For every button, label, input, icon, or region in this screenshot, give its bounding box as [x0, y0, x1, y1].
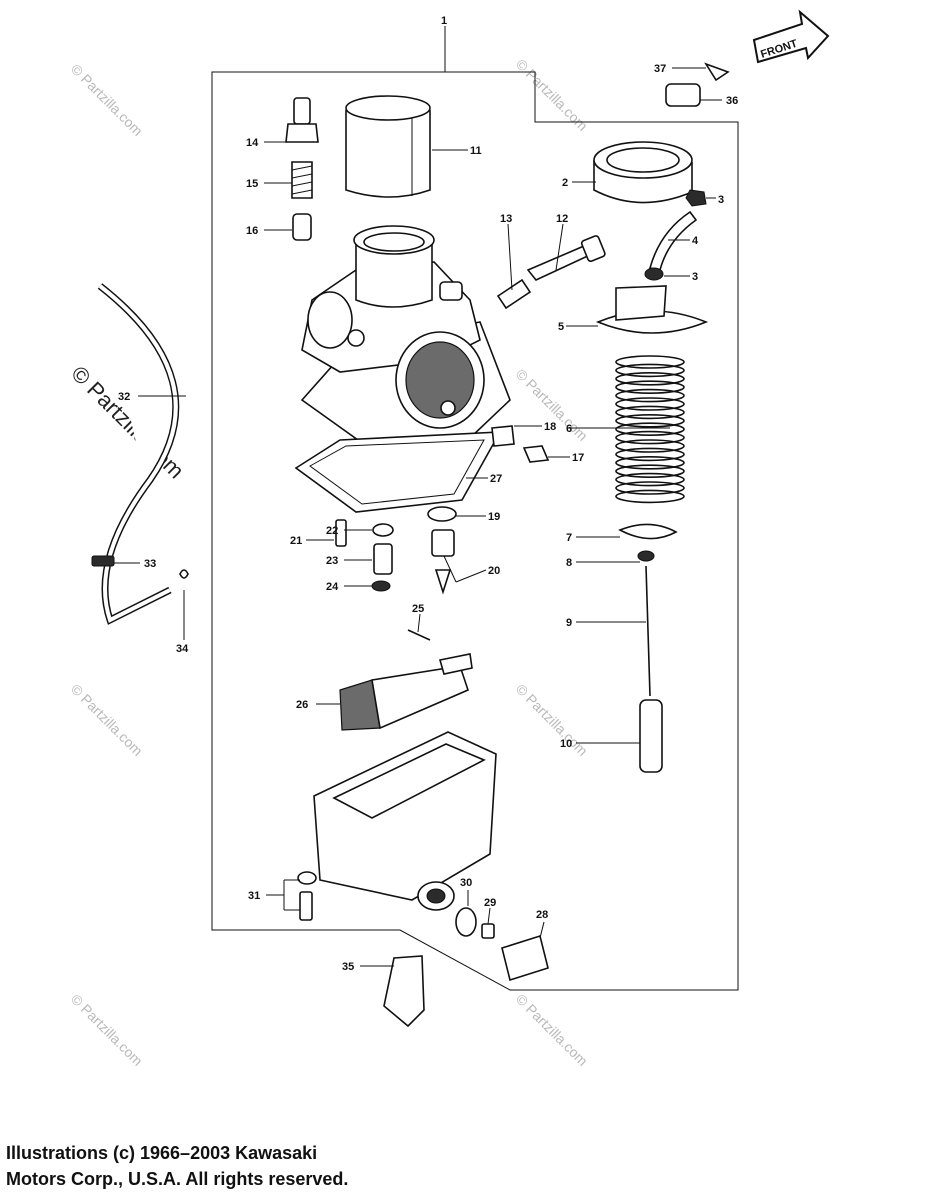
watermark: © Partzilla.com [513, 681, 591, 759]
callout-31: 31 [248, 890, 260, 902]
callout-32: 32 [118, 391, 130, 403]
callout-34: 34 [176, 643, 189, 655]
callout-9: 9 [566, 617, 572, 629]
spring-coil [615, 413, 685, 428]
callout-10: 10 [560, 738, 572, 750]
parts-14-16-stack [285, 97, 319, 241]
watermark: © Partzilla.com [513, 991, 591, 1069]
callout-20: 20 [488, 565, 500, 577]
spring-coil [615, 489, 685, 504]
spring-coil [615, 363, 685, 378]
callout-14: 14 [246, 137, 259, 149]
callout-4: 4 [692, 235, 699, 247]
spring-coil [615, 371, 685, 386]
callout-7: 7 [566, 532, 572, 544]
callout-37: 37 [654, 63, 666, 75]
callout-5: 5 [558, 321, 564, 333]
spring-coil [615, 439, 685, 453]
callout-30: 30 [460, 877, 472, 889]
watermark: © Partzilla.com [68, 61, 146, 139]
callout-29: 29 [484, 897, 496, 909]
callout-28: 28 [536, 909, 548, 921]
copyright-line-1: Illustrations (c) 1966–2003 Kawasaki [6, 1143, 318, 1163]
callout-24: 24 [326, 581, 339, 593]
spring-coil [615, 472, 685, 487]
part-6-spring [615, 355, 685, 504]
callout-35: 35 [342, 961, 354, 973]
callout-6: 6 [566, 423, 572, 435]
callout-22: 22 [326, 525, 338, 537]
callout-3a: 3 [718, 194, 724, 206]
callout-17: 17 [572, 452, 584, 464]
callout-3b: 3 [692, 271, 698, 283]
assembly-boundary [211, 71, 739, 991]
parts-small-lower [297, 62, 730, 1028]
spring-coil [615, 388, 685, 403]
callout-16: 16 [246, 225, 258, 237]
parts-7-10 [618, 523, 678, 773]
callout-18: 18 [544, 421, 556, 433]
callout-33: 33 [144, 558, 156, 570]
front-arrow: FRONT [752, 9, 830, 64]
callout-23: 23 [326, 555, 338, 567]
callout-36: 36 [726, 95, 738, 107]
spring-coil [615, 380, 685, 395]
parts-12-13 [496, 235, 606, 310]
callout-15: 15 [246, 178, 258, 190]
leader-lines [114, 26, 722, 967]
callout-8: 8 [566, 557, 572, 569]
spring-coil [615, 481, 685, 495]
spring-coil [615, 397, 685, 411]
callout-numbers: 1 2 3 4 3 5 6 7 8 9 10 11 12 13 14 15 16… [118, 15, 738, 973]
callout-11: 11 [470, 145, 482, 157]
callout-27: 27 [490, 473, 502, 485]
copyright-line-2: Motors Corp., U.S.A. All rights reserved… [6, 1169, 349, 1189]
parts-19-24 [335, 506, 457, 595]
watermark: © Partzilla.com [68, 991, 146, 1069]
parts-17-18 [491, 425, 550, 463]
spring-coil [615, 455, 685, 470]
parts-2-5 [593, 141, 709, 334]
callout-1: 1 [441, 15, 447, 27]
part-11-sleeve [345, 95, 431, 198]
callout-13: 13 [500, 213, 512, 225]
watermark: © Partzilla.com [68, 681, 146, 759]
callout-2: 2 [562, 177, 568, 189]
spring-coil [615, 422, 685, 437]
float-bowl [313, 731, 497, 911]
callout-12: 12 [556, 213, 568, 225]
spring-coil [615, 447, 685, 462]
spring-coil [615, 405, 685, 420]
callout-19: 19 [488, 511, 500, 523]
spring-coil [615, 355, 685, 369]
callout-26: 26 [296, 699, 308, 711]
spring-coil [615, 430, 685, 445]
carburetor-body [300, 225, 511, 471]
parts-25-26 [339, 629, 473, 731]
part-27-gasket [294, 431, 502, 513]
copyright-notice: Illustrations (c) 1966–2003 Kawasaki Mot… [6, 1140, 526, 1192]
callout-25: 25 [412, 603, 424, 615]
parts-32-34-hose [91, 283, 189, 625]
spring-coil [615, 464, 685, 479]
callout-21: 21 [290, 535, 302, 547]
